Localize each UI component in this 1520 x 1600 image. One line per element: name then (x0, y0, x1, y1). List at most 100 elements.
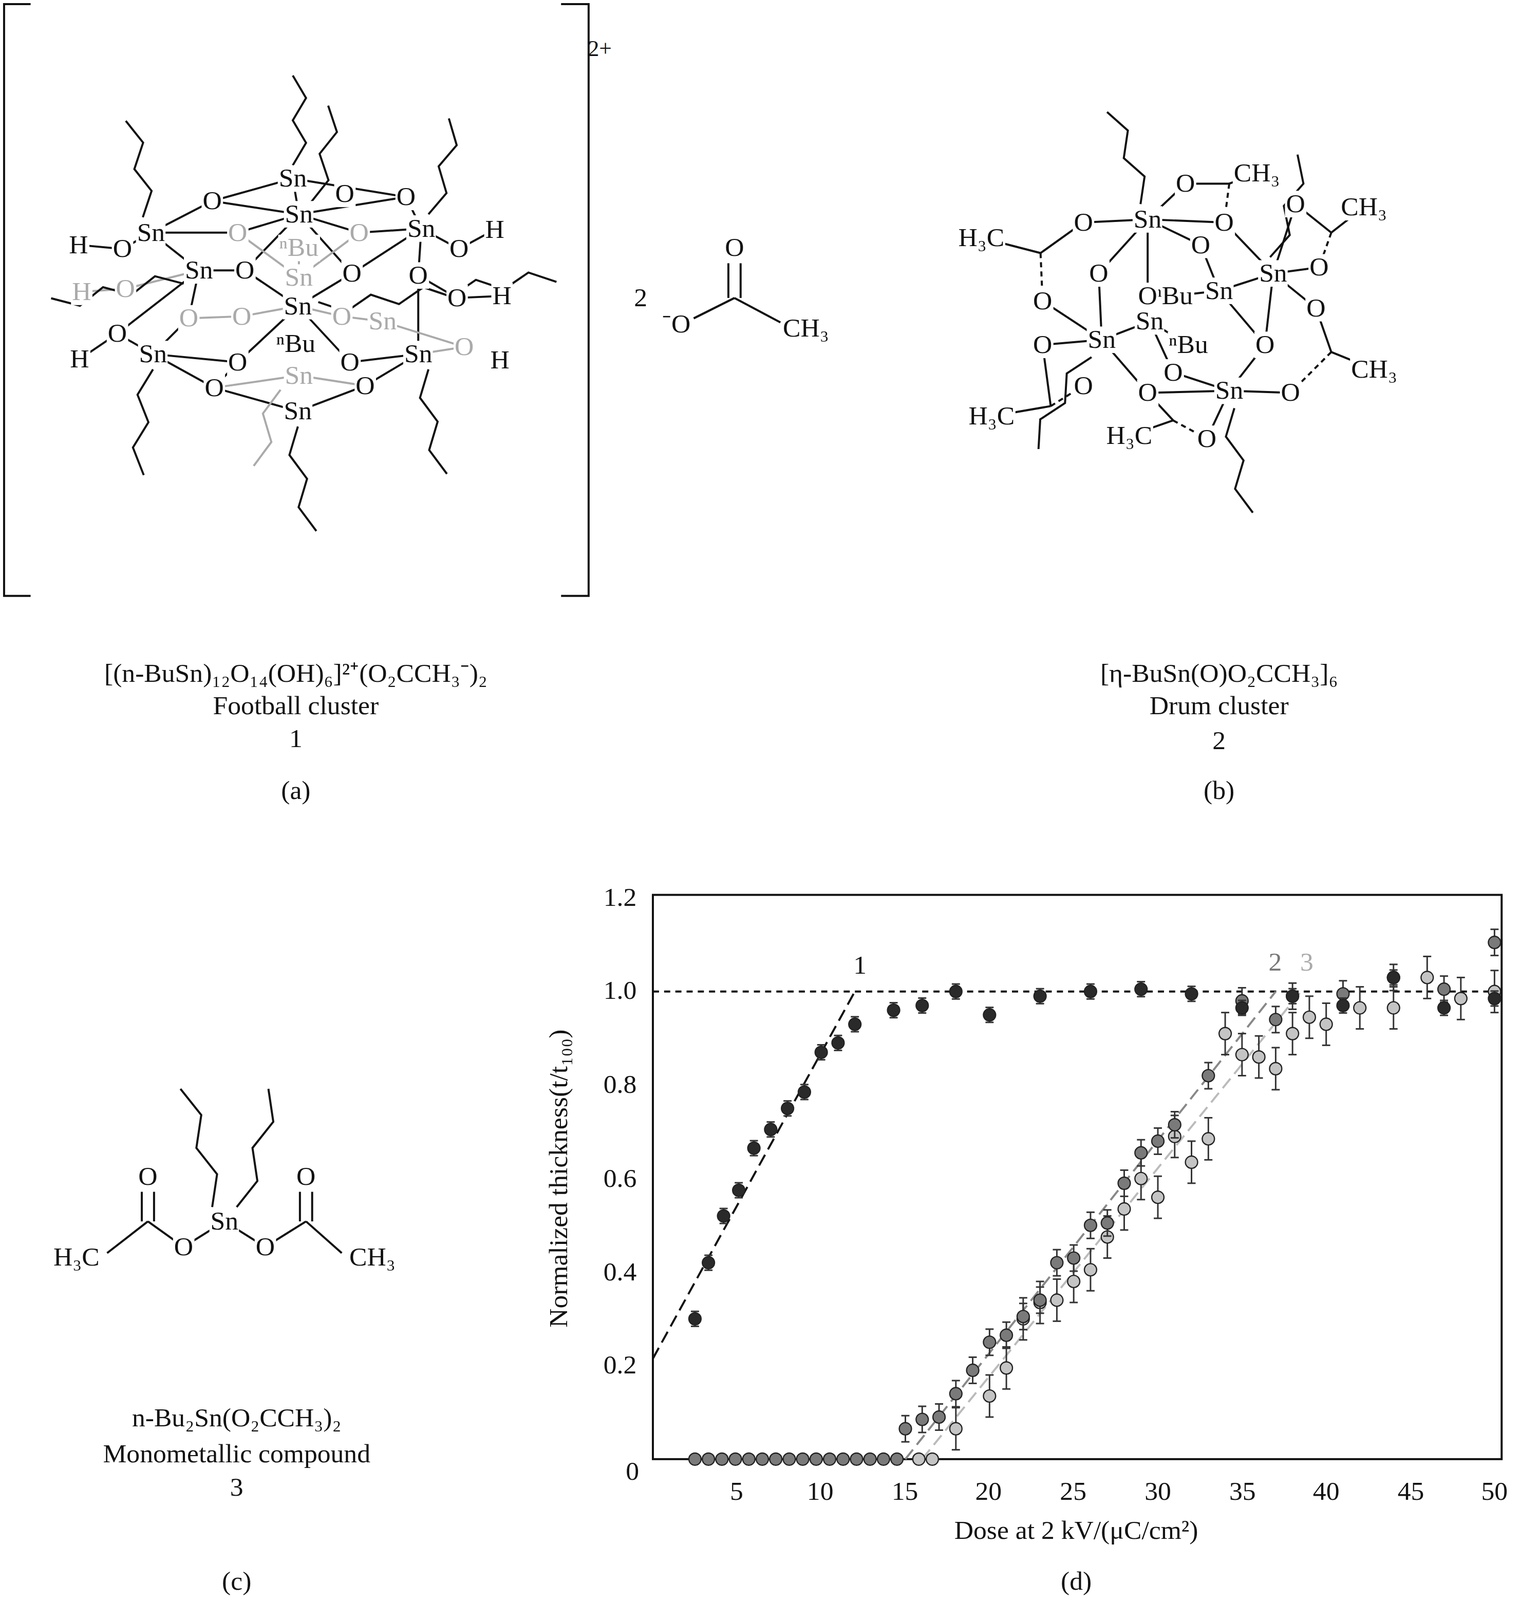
bond-line (1422, 997, 1432, 1000)
atom-label: ⁿBu (275, 330, 317, 358)
bond-line (1271, 1088, 1280, 1091)
bond-line (1069, 1301, 1078, 1303)
bond-line (922, 991, 1301, 1459)
data-point (688, 1312, 702, 1325)
data-point (1067, 1251, 1080, 1265)
atom-label: O (348, 219, 370, 247)
bracket (4, 4, 589, 596)
bond-line (800, 1083, 809, 1085)
bond-line (1086, 983, 1095, 985)
bond-line (985, 1006, 994, 1008)
bond-line (1120, 1228, 1129, 1231)
bond-line (1339, 979, 1348, 982)
bond-line (985, 1354, 994, 1356)
atom-label: H₃C (967, 402, 1016, 430)
bond-line (1322, 1002, 1331, 1004)
atom-label: O (334, 180, 356, 208)
bond-line (1153, 1175, 1162, 1177)
bond-line (1389, 968, 1398, 971)
chart-plot (652, 894, 1502, 1466)
data-point (983, 1389, 996, 1402)
atom-label: O (395, 183, 417, 211)
text-label: 1 (289, 725, 303, 753)
text-label: 30 (1144, 1478, 1172, 1506)
bond-line (1204, 1116, 1213, 1119)
data-point (887, 1003, 900, 1017)
data-point (1269, 1012, 1282, 1026)
bond-line (951, 1406, 961, 1409)
data-point (729, 1452, 742, 1466)
data-point (810, 1452, 823, 1466)
text-label: [η-BuSn(O)O₂CCH₃]₆ (1100, 660, 1339, 687)
bond-line (739, 263, 742, 298)
text-label: Drum cluster (1149, 692, 1289, 720)
data-point (1218, 1027, 1232, 1040)
text-label: Monometallic compound (102, 1440, 371, 1468)
data-point (782, 1452, 796, 1466)
bond-line (1490, 969, 1499, 971)
bond-line (1389, 1027, 1398, 1030)
atom-label: O (295, 1162, 317, 1190)
atom-label: O (339, 348, 361, 376)
bond-line (917, 1405, 927, 1407)
atom-label: H (484, 216, 506, 243)
data-point (1084, 1263, 1097, 1276)
bond-line (1153, 1153, 1162, 1155)
bond-line (766, 1135, 775, 1138)
atom-label: Sn (1258, 259, 1289, 287)
text-label: 25 (1059, 1478, 1087, 1506)
atom-label: H₃C (957, 224, 1006, 252)
bond-line (1456, 976, 1466, 979)
bond-line (1389, 963, 1398, 965)
bond-line (817, 1058, 826, 1061)
data-point (983, 1008, 996, 1021)
butyl-chain (1038, 357, 1092, 449)
atom-label: O (227, 348, 249, 376)
bond-line (1136, 995, 1146, 998)
axis-label: 0.4 (603, 1259, 637, 1286)
butyl-chain (292, 75, 307, 166)
data-point (1134, 1172, 1148, 1185)
text-label: (d) (1060, 1567, 1092, 1595)
bond-line (734, 297, 781, 323)
atom-label: Sn (367, 308, 398, 335)
bond-line (1036, 1280, 1045, 1283)
butyl-chain (1106, 111, 1145, 204)
bond-line (1187, 1181, 1196, 1184)
bond-line (1153, 1127, 1162, 1129)
bond-line (1103, 1208, 1112, 1211)
atom-label: O (1137, 379, 1159, 407)
bond-line (727, 263, 730, 298)
butyl-chain (236, 1088, 274, 1207)
bond-line (1170, 1136, 1179, 1139)
bond-line (1254, 1035, 1264, 1037)
text-label: 2 (633, 284, 648, 312)
atom-label: O (1174, 170, 1196, 198)
data-point (1235, 1001, 1249, 1015)
data-point (1118, 1176, 1131, 1190)
data-point (747, 1141, 761, 1155)
bond-line (1019, 1302, 1028, 1304)
butyl-chain (180, 1088, 217, 1207)
atom-label: O (1072, 209, 1094, 236)
data-point (1017, 1309, 1030, 1323)
bond-line (1052, 1248, 1061, 1251)
butyl-chain (311, 105, 337, 203)
text-label: 40 (1312, 1478, 1340, 1506)
atom-label: Sn (283, 398, 314, 425)
bond-line (1136, 980, 1146, 983)
butyl-chain (125, 120, 152, 218)
data-point (764, 1122, 777, 1136)
axis-label: 1.0 (603, 977, 637, 1005)
text-label: 20 (975, 1478, 1003, 1506)
text-label: 10 (807, 1478, 834, 1506)
bond-line (985, 1374, 994, 1376)
atom-label: O (341, 259, 363, 287)
atom-label: H₃C (52, 1243, 101, 1271)
bond-line (850, 1015, 859, 1018)
bond-line (985, 1327, 994, 1330)
bond-line (901, 1414, 910, 1417)
text-label: 3 (230, 1474, 244, 1501)
data-point (912, 1452, 926, 1466)
text-label: 45 (1397, 1478, 1425, 1506)
